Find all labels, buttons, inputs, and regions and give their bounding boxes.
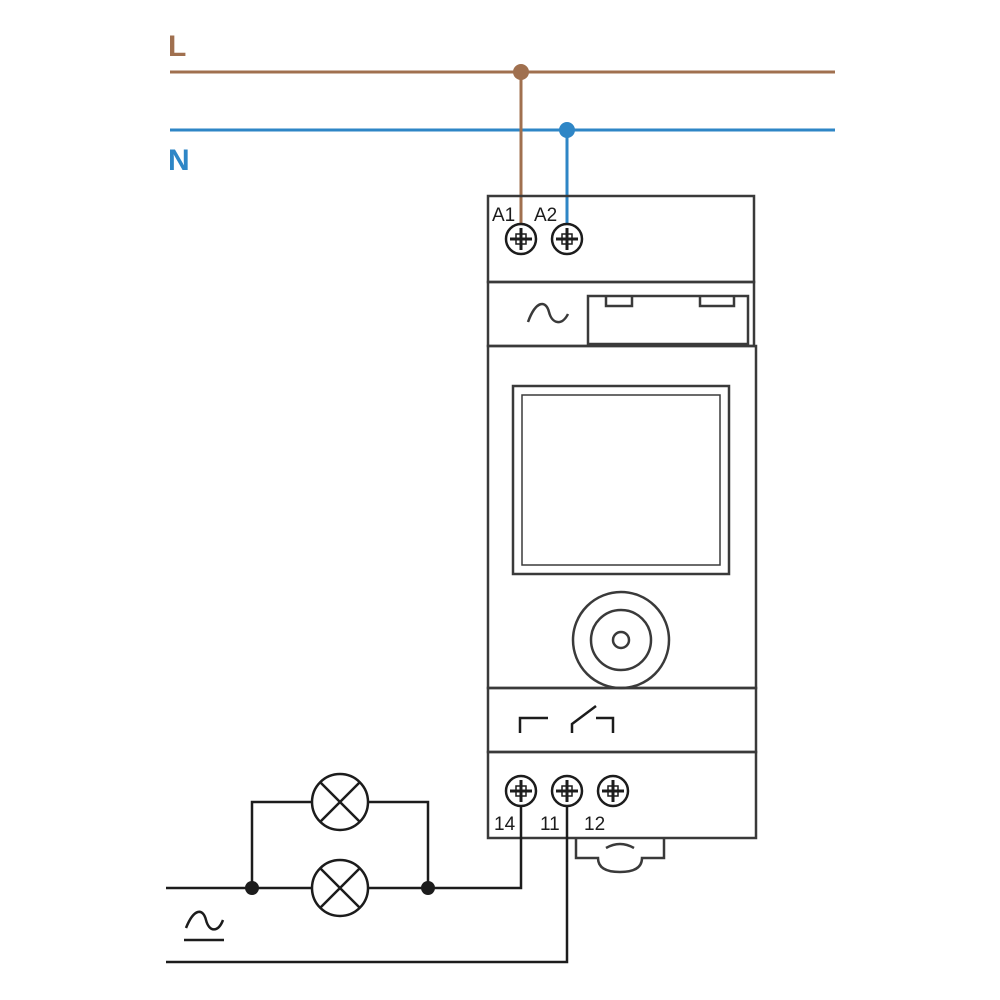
terminal-11[interactable] <box>550 774 584 808</box>
timer-device <box>486 194 758 874</box>
changeover-contact-icon <box>518 705 615 733</box>
din-rail-clip <box>574 838 666 874</box>
lamp-icon <box>310 772 370 832</box>
wire-lamp1-left <box>250 800 312 888</box>
neutral-junction-dot <box>559 122 575 138</box>
line-label: L <box>168 30 186 63</box>
terminal-11-label: 11 <box>540 814 560 835</box>
line-junction-dot <box>513 64 529 80</box>
wire-lamp1-right <box>368 800 430 888</box>
terminal-a1[interactable] <box>504 222 538 256</box>
terminal-12[interactable] <box>596 774 630 808</box>
load-wiring <box>166 800 569 964</box>
main-body <box>486 344 758 690</box>
lamp-icon <box>310 858 370 918</box>
ac-sine-icon <box>526 302 570 324</box>
lower-band <box>486 686 758 754</box>
ac-sine-icon <box>184 910 225 942</box>
display-window <box>511 384 731 576</box>
upper-band-clips <box>604 296 736 308</box>
junction-dot-left <box>245 881 259 895</box>
junction-dot-right <box>421 881 435 895</box>
upper-band <box>486 280 756 348</box>
display-inner <box>521 394 721 566</box>
terminal-a2[interactable] <box>550 222 584 256</box>
terminal-12-label: 12 <box>584 814 605 835</box>
din-clip-detail <box>605 842 635 850</box>
terminal-a2-label: A2 <box>534 205 557 226</box>
terminal-a1-label: A1 <box>492 205 515 226</box>
neutral-label: N <box>168 144 190 177</box>
terminal-14[interactable] <box>504 774 538 808</box>
dial-knob-icon <box>571 590 671 690</box>
wire-11-return <box>166 806 569 964</box>
upper-band-window <box>586 294 750 346</box>
bottom-terminal-block <box>486 750 758 840</box>
wire-14-to-lamps <box>428 806 523 890</box>
terminal-14-label: 14 <box>494 814 516 835</box>
